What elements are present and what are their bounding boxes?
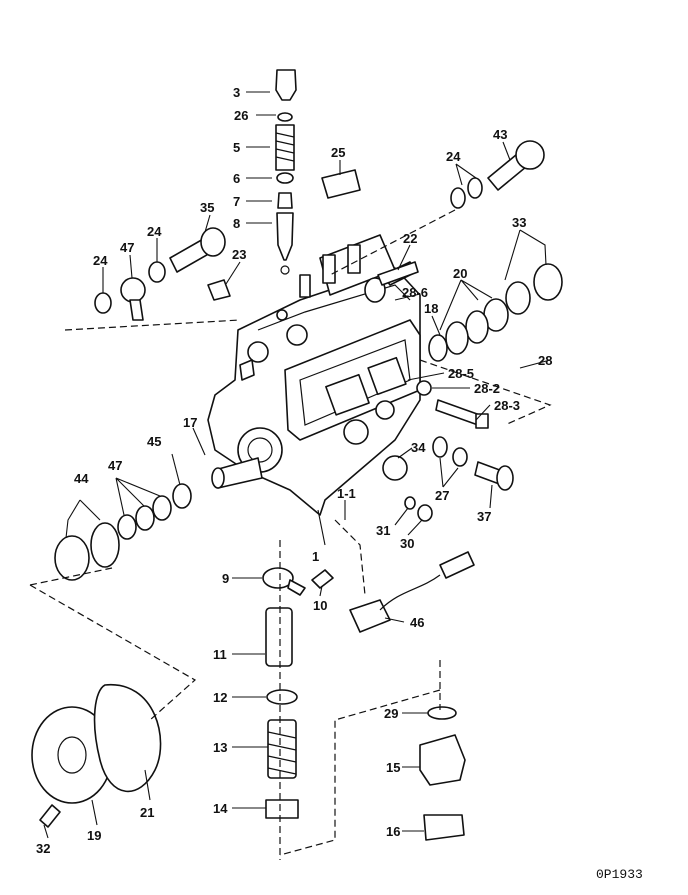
label-47: 47: [120, 240, 134, 255]
label-36: 37: [477, 509, 491, 524]
part-35-27-36: [382, 436, 514, 491]
bolt-28-3: [416, 380, 489, 429]
bolt-10: [311, 569, 334, 589]
label-34: 35: [200, 200, 214, 215]
assembly-line: [329, 209, 456, 276]
label-1-1: 1-1: [337, 486, 356, 501]
label-43: 44: [74, 471, 89, 486]
assembly-line: [29, 584, 197, 721]
gear-33: [428, 263, 563, 362]
label-35: 34: [411, 440, 426, 455]
label-30: 30: [400, 536, 414, 551]
label-14: 14: [213, 801, 228, 816]
sensor-45: [349, 551, 475, 633]
label-13: 13: [213, 740, 227, 755]
label-9: 9: [222, 571, 229, 586]
gear-43: [54, 483, 192, 581]
label-15: 15: [386, 760, 400, 775]
label-28-6: 28-6: [402, 285, 428, 300]
label-45: 46: [410, 615, 424, 630]
part-30: [417, 504, 433, 522]
label-28-2: 28-2: [474, 381, 500, 396]
label-1: 1: [312, 549, 319, 564]
label-3: 3: [233, 85, 240, 100]
assembly-line: [419, 359, 552, 426]
banjo-bolt-37: [450, 140, 545, 209]
label-11: 11: [213, 647, 227, 662]
label-21: 21: [140, 805, 154, 820]
seat-14: [265, 799, 299, 819]
label-32: 32: [36, 841, 50, 856]
label-5: 5: [233, 140, 240, 155]
label-19: 20: [453, 266, 467, 281]
label-10: 10: [313, 598, 327, 613]
part-15: [419, 734, 466, 786]
label-37: 43: [493, 127, 507, 142]
label-23: 23: [232, 247, 246, 262]
label-28-3: 28-3: [494, 398, 520, 413]
label-46: 47: [108, 458, 122, 473]
washer-12: [266, 689, 298, 705]
label-31: 31: [376, 523, 390, 538]
label-25: 25: [331, 145, 345, 160]
label-8: 8: [233, 216, 240, 231]
label-16: 16: [386, 824, 400, 839]
part-31: [404, 496, 416, 510]
assembly-line: [279, 689, 441, 856]
banjo-bolt-34: [94, 227, 231, 321]
label-33: 33: [512, 215, 526, 230]
washer-29: [427, 706, 457, 720]
diagram-code: 0P1933: [596, 867, 643, 882]
leader-lines: [43, 91, 551, 839]
spring-13: [267, 719, 297, 779]
assembly-line: [334, 519, 366, 596]
label-20: 19: [87, 828, 101, 843]
label-24: 24: [147, 224, 162, 239]
label-24: 24: [93, 253, 108, 268]
label-6: 6: [233, 171, 240, 186]
delivery-valve-stack: [275, 69, 297, 275]
part-22: [377, 261, 419, 286]
label-28-5: 28-5: [448, 366, 474, 381]
label-26: 26: [234, 108, 248, 123]
lever-9: [262, 567, 306, 596]
assembly-line: [64, 319, 241, 331]
bolt-32: [39, 804, 61, 828]
label-18: 18: [424, 301, 438, 316]
label-28: 28: [538, 353, 552, 368]
label-44: 45: [147, 434, 161, 449]
plug-16: [423, 814, 465, 841]
label-22: 22: [403, 231, 417, 246]
gasket-21: [93, 684, 162, 793]
label-7: 7: [233, 194, 240, 209]
label-29: 29: [384, 706, 398, 721]
part-25: [321, 169, 361, 199]
sleeve-11: [265, 607, 293, 667]
part-labels: 3 26 5 6 7 8 25 24 43 35 24 47 24 23 22 …: [36, 85, 643, 882]
assembly-line: [29, 567, 113, 586]
label-27: 27: [435, 488, 449, 503]
label-24: 24: [446, 149, 461, 164]
label-17: 17: [183, 415, 197, 430]
label-12: 12: [213, 690, 227, 705]
